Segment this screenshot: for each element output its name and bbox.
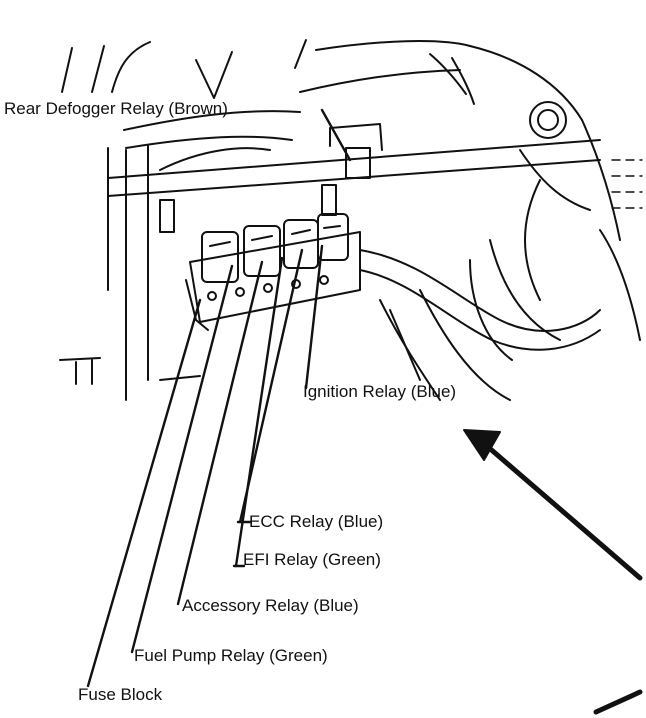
wiring-harness [59, 179, 601, 401]
label-rear-defogger-relay: Rear Defogger Relay (Brown) [4, 99, 228, 118]
leader-fuse-block [86, 298, 202, 688]
direction-arrows [463, 429, 643, 715]
label-ignition-relay: Ignition Relay (Blue) [303, 382, 457, 401]
label-efi-relay: EFI Relay (Green) [243, 550, 381, 569]
leader-rear-defogger [320, 108, 352, 162]
leader-ignition [304, 244, 324, 390]
leader-lines [86, 108, 352, 688]
label-ecc-relay: ECC Relay (Blue) [249, 512, 384, 531]
leader-efi [234, 256, 284, 568]
label-fuse-block: Fuse Block [78, 685, 163, 704]
steering-column [519, 101, 643, 341]
label-accessory-relay: Accessory Relay (Blue) [182, 596, 359, 615]
arrow-head-icon [463, 429, 501, 461]
dashboard-outline [61, 39, 583, 171]
relay-block [185, 213, 361, 331]
leader-accessory [176, 260, 264, 606]
leader-fuel-pump [130, 264, 234, 654]
label-fuel-pump-relay: Fuel Pump Relay (Green) [134, 646, 328, 665]
